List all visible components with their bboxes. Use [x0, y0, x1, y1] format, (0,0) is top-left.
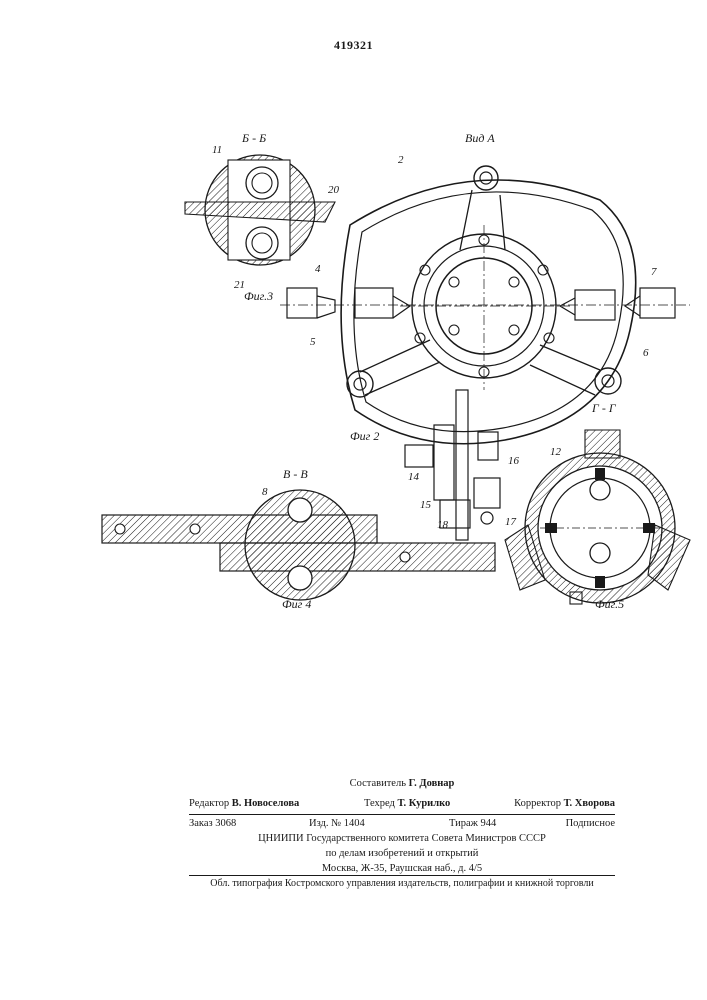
editor-name: В. Новоселова — [232, 798, 300, 809]
callout-20: 20 — [328, 184, 340, 196]
technical-drawing: Вид А Б - Б Фиг.3 Фиг 2 В - В Фиг 4 Г - … — [0, 0, 707, 700]
corrector-name: Т. Хворова — [564, 798, 615, 809]
label-fig5: Фиг.5 — [595, 597, 624, 611]
compiler-row: Составитель Г. Довнар — [189, 778, 615, 789]
institute-line-2: по делам изобретений и открытий — [189, 848, 615, 859]
subscription: Подписное — [566, 818, 615, 829]
figure-5-section-gg — [505, 430, 690, 604]
edition-number: Изд. № 1404 — [309, 818, 365, 829]
callout-11: 11 — [212, 144, 222, 156]
spoke-right — [530, 345, 600, 395]
callout-8: 8 — [262, 486, 268, 498]
spoke-top — [460, 190, 505, 250]
inner-housing-frame — [354, 192, 623, 432]
techred-label: Техред — [364, 798, 395, 809]
callout-6: 6 — [643, 347, 649, 359]
label-fig3: Фиг.3 — [244, 289, 273, 303]
label-section-vv: В - В — [283, 467, 308, 481]
divider-top — [189, 814, 615, 815]
divider-bottom — [189, 875, 615, 876]
label-section-gg: Г - Г — [591, 401, 617, 415]
order-number: Заказ 3068 — [189, 818, 236, 829]
callout-21: 21 — [234, 279, 245, 291]
editor-label: Редактор — [189, 798, 229, 809]
compiler-name: Г. Довнар — [409, 778, 455, 789]
callout-17: 17 — [505, 516, 517, 528]
top-pivot-hole — [480, 172, 492, 184]
callout-12: 12 — [550, 446, 562, 458]
top-pivot — [474, 166, 498, 190]
callout-5: 5 — [310, 336, 316, 348]
figure-4-section-vv — [102, 490, 495, 600]
figure-3-section-bb — [185, 155, 335, 265]
callout-18: 18 — [437, 519, 449, 531]
callout-16: 16 — [508, 455, 520, 467]
techred-name: Т. Курилко — [398, 798, 451, 809]
printer-line: Обл. типография Костромского управления … — [189, 878, 615, 889]
left-pivot — [347, 371, 373, 397]
callout-7: 7 — [651, 266, 657, 278]
corrector-label: Корректор — [514, 798, 561, 809]
compiler-label: Составитель — [350, 778, 406, 789]
label-fig2: Фиг 2 — [350, 429, 379, 443]
label-view-a: Вид А — [465, 131, 495, 145]
circulation: Тираж 944 — [449, 818, 496, 829]
institute-line-1: ЦНИИПИ Государственного комитета Совета … — [189, 833, 615, 844]
callout-14: 14 — [408, 471, 420, 483]
callout-2: 2 — [398, 154, 404, 166]
institute-line-3: Москва, Ж-35, Раушская наб., д. 4/5 — [189, 863, 615, 874]
callout-15: 15 — [420, 499, 432, 511]
label-section-bb: Б - Б — [241, 131, 266, 145]
label-fig4: Фиг 4 — [282, 597, 311, 611]
callout-4: 4 — [315, 263, 321, 275]
